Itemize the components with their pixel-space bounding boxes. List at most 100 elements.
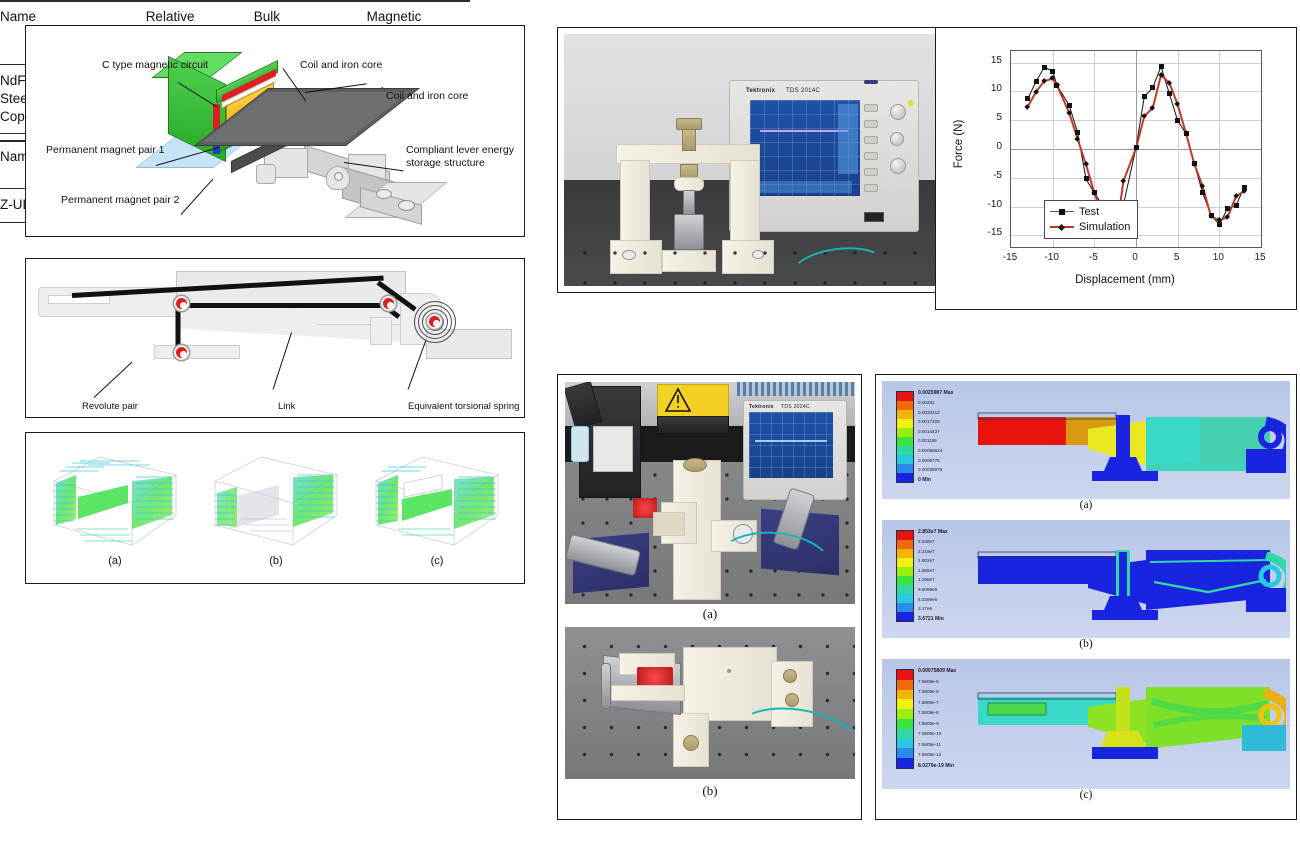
chart-legend: Test Simulation — [1044, 200, 1139, 239]
label-c-type-magnetic-circuit: C type magnetic circuit — [102, 59, 209, 71]
oscilloscope-softkey-5[interactable] — [864, 168, 878, 176]
chart-y-tick-label: 10 — [990, 83, 1002, 95]
fea-results-panel: 0.0025987 Max 0.00231 0.0020212 0.001732… — [875, 374, 1297, 820]
chart-x-tick-label: -5 — [1088, 252, 1098, 263]
device-right-bolt-2 — [785, 693, 799, 707]
fea-legend-c-1: 7.5809e-5 — [918, 678, 939, 684]
oscilloscope-waveform-trace — [760, 130, 848, 132]
fea-model-b — [977, 550, 1286, 620]
chart-point-test — [1041, 64, 1047, 70]
chart-legend-item-test: Test — [1050, 204, 1130, 219]
laser-setup-photo-a: Tektronix TDS 2024C — [565, 382, 855, 604]
oscilloscope-softkey-4[interactable] — [864, 152, 878, 160]
chart-point-test — [1158, 64, 1164, 70]
oscilloscope-model-label-a: TDS 2024C — [781, 404, 810, 410]
mesh-svg-b — [214, 456, 338, 546]
chart-y-tick-label: 0 — [996, 141, 1002, 152]
fea-view-b: 2.853e7 Max 2.536e7 2.219e7 1.902e7 1.58… — [882, 520, 1290, 638]
chart-y-tick-label: 15 — [990, 54, 1002, 66]
fea-legend-b: 2.853e7 Max 2.536e7 2.219e7 1.902e7 1.58… — [896, 529, 948, 622]
laser-photo-caption-a: (a) — [702, 606, 718, 621]
fea-legend-b-2: 2.219e7 — [918, 548, 935, 554]
fea-legend-c-2: 7.5809e-6 — [918, 689, 939, 695]
torsion-spiral-4 — [426, 313, 444, 331]
coil-hole-a — [733, 524, 753, 544]
oscilloscope-knob-3[interactable] — [890, 158, 906, 174]
oscilloscope-softkey-2[interactable] — [864, 120, 878, 128]
label-coil-and-iron-core-right: Coil and iron core — [386, 90, 469, 102]
magnet-rail — [611, 685, 685, 701]
chart-y-axis-label: Force (N) — [953, 119, 965, 169]
red-magnet-block — [637, 667, 673, 689]
torsion-spiral-1 — [414, 301, 456, 343]
oscilloscope-status-strip — [756, 181, 852, 193]
oscilloscope-menu-strip — [838, 104, 858, 174]
magnet-pair-2-red — [213, 104, 220, 148]
legend-line-test — [1050, 209, 1074, 215]
force-test-photo-panel: Tektronix TDS 2014C — [557, 27, 945, 293]
oscilloscope-softkey-6[interactable] — [864, 184, 878, 192]
laser-setup-photo-panel: Tektronix TDS 2024C (a) — [557, 374, 862, 820]
oscilloscope-knob-2[interactable] — [890, 132, 904, 146]
chart-point-test — [1241, 184, 1247, 190]
chart-point-test — [1216, 222, 1222, 228]
oscilloscope-screen-grid-a — [749, 412, 833, 478]
fea-legend-c: 0.00075809 Max 7.5809e-5 7.5809e-6 7.580… — [896, 668, 957, 769]
load-rod — [683, 190, 695, 216]
spray-bottle — [571, 426, 589, 462]
oscilloscope-softkey-3[interactable] — [864, 136, 878, 144]
fea-legend-b-6: 9.5099e6 — [918, 587, 938, 593]
legend-marker-test — [1059, 209, 1065, 215]
chart-point-test — [1083, 176, 1089, 182]
legend-label-test: Test — [1079, 205, 1100, 218]
oscilloscope-indicator-led — [908, 100, 914, 106]
revolute-joint-ground — [174, 345, 189, 360]
chart-point-test — [1225, 205, 1231, 211]
device-right-bolt-1 — [783, 669, 797, 683]
label-link: Link — [278, 401, 296, 412]
fea-legend-c-0: 0.00075809 Max — [918, 668, 957, 674]
chart-point-test — [1050, 68, 1056, 74]
chart-point-test — [1075, 130, 1081, 136]
fea-legend-c-4: 7.5809e-8 — [918, 710, 939, 716]
fea-caption-c: (c) — [1079, 789, 1093, 801]
fea-caption-b: (b) — [1079, 638, 1093, 650]
legend-label-simulation: Simulation — [1079, 220, 1131, 233]
oscilloscope-model-label: TDS 2014C — [786, 88, 821, 94]
label-permanent-magnet-pair-1: Permanent magnet pair 1 — [46, 144, 165, 156]
fea-legend-b-7: 6.3399e6 — [918, 596, 938, 602]
chart-point-test — [1150, 85, 1156, 91]
oscilloscope-softkey-1[interactable] — [864, 104, 878, 112]
chart-point-test — [1233, 202, 1239, 208]
fea-legend-b-1: 2.536e7 — [918, 539, 935, 545]
chart-point-test — [1066, 103, 1072, 109]
chart-x-tick-label: 0 — [1132, 252, 1138, 263]
laser-photo-caption-b: (b) — [702, 783, 718, 798]
load-screw-thread — [682, 129, 696, 151]
chart-x-tick-label: -15 — [1002, 252, 1018, 263]
label-revolute-pair: Revolute pair — [82, 401, 138, 412]
chart-point-test — [1175, 118, 1181, 124]
fea-caption-a: (a) — [1079, 499, 1093, 511]
fea-legend-b-0: 2.853e7 Max — [918, 529, 948, 535]
label-equivalent-torsional-spring: Equivalent torsional spring — [408, 401, 520, 412]
fea-legend-a-6: 0.00086624 — [918, 448, 943, 454]
chart-point-test — [1200, 190, 1206, 196]
leader-revolute-pair — [93, 361, 133, 398]
fea-legend-c-6: 7.5809e-10 — [918, 731, 942, 737]
oscilloscope-brand-label: Tektronix — [746, 88, 776, 94]
fea-view-c: 0.00075809 Max 7.5809e-5 7.5809e-6 7.580… — [882, 659, 1290, 789]
fea-legend-a-8: 0.00028875 — [918, 467, 943, 473]
fea-colorbar-c — [896, 669, 914, 769]
ghost-ground-bracket — [154, 345, 240, 359]
fea-legend-a-1: 0.00231 — [918, 400, 935, 406]
chart-y-tick-label: -10 — [987, 198, 1002, 210]
oscilloscope-knob-1[interactable] — [890, 104, 906, 120]
assembly-drawing: C type magnetic circuit Coil and iron co… — [26, 26, 524, 236]
fea-legend-b-5: 1.268e7 — [918, 577, 935, 583]
fea-legend-a-2: 0.0020212 — [918, 409, 940, 415]
assembly-figure-panel: C type magnetic circuit Coil and iron co… — [25, 25, 525, 237]
fea-legend-b-9: 3.6721 Min — [918, 615, 944, 622]
fea-legend-a-3: 0.0017325 — [918, 419, 940, 425]
